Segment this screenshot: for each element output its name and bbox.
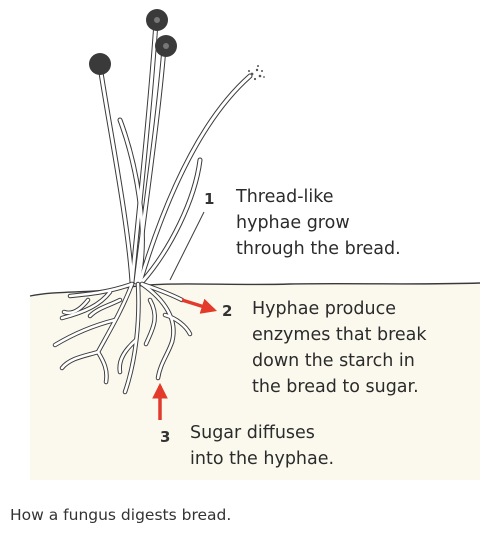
arrow-2 [181, 298, 218, 314]
step-1-number: 1 [204, 190, 215, 208]
step-1-line: hyphae grow [236, 213, 350, 233]
step-2-text: Hyphae produce enzymes that break down t… [252, 296, 427, 400]
step-3-line: Sugar diffuses [190, 423, 315, 443]
hyphae-network [52, 281, 193, 395]
figure-caption: How a fungus digests bread. [10, 506, 232, 524]
step-2-line: Hyphae produce [252, 299, 396, 319]
stalks [97, 19, 253, 285]
step-3-number: 3 [160, 428, 171, 446]
step-1-line: Thread-like [236, 187, 334, 207]
step-2-line: the bread to sugar. [252, 377, 419, 397]
step-2-line: down the starch in [252, 351, 415, 371]
step-3-line: into the hyphae. [190, 449, 335, 469]
step-3-text: Sugar diffuses into the hyphae. [190, 420, 334, 472]
step-1-text: Thread-like hyphae grow through the brea… [236, 184, 401, 262]
sporangium [89, 53, 111, 75]
step-2-line: enzymes that break [252, 325, 427, 345]
burst-sporangium [248, 65, 265, 81]
step-2-number: 2 [222, 302, 233, 320]
bread-region [30, 283, 480, 480]
label-1-leader [169, 211, 205, 281]
bread-surface-line [29, 282, 481, 297]
step-1-line: through the bread. [236, 239, 401, 259]
